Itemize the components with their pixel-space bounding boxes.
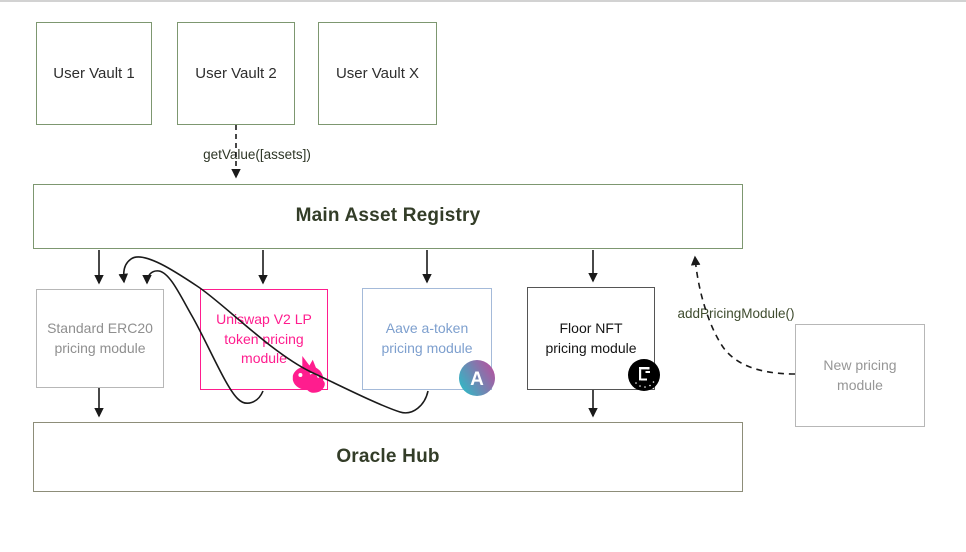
cryptopunk-nft-icon [628,359,660,391]
node-label: Floor NFT pricing module [545,319,637,356]
node-oracle-hub: Oracle Hub [33,422,743,492]
node-label: Oracle Hub [336,445,440,467]
top-divider [0,0,966,2]
edge-label-add-pricing-module: addPricingModule() [677,306,795,321]
edge-label-getvalue: getValue([assets]) [203,147,311,162]
node-label: Main Asset Registry [295,205,481,227]
node-label: New pricing module [823,356,897,393]
node-label: User Vault 1 [53,64,135,82]
node-standard-erc20-pricing-module: Standard ERC20 pricing module [36,289,164,388]
aave-logo-icon: A [459,360,495,396]
node-label: User Vault 2 [195,64,277,82]
node-user-vault-1: User Vault 1 [36,22,152,125]
uniswap-unicorn-icon [292,355,325,393]
svg-text:A: A [470,369,484,390]
node-new-pricing-module: New pricing module [795,324,925,427]
node-user-vault-x: User Vault X [318,22,437,125]
node-user-vault-2: User Vault 2 [177,22,295,125]
node-label: Aave a-token pricing module [381,320,473,356]
node-label: Standard ERC20 pricing module [47,319,153,356]
node-label: User Vault X [335,64,420,82]
node-main-asset-registry: Main Asset Registry [33,184,743,249]
